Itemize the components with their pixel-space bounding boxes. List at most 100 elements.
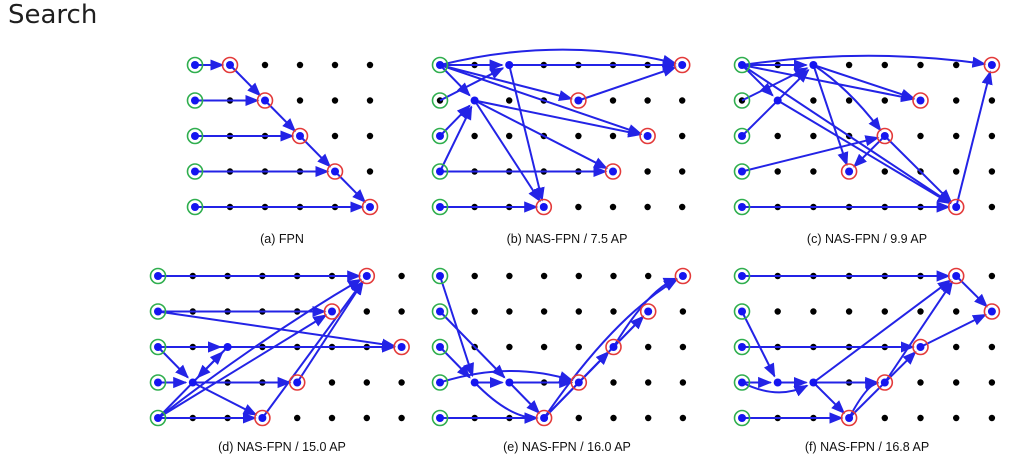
feature-node: [809, 378, 818, 387]
grid-dot: [881, 97, 888, 104]
feature-node: [154, 378, 162, 387]
output-ring: [535, 198, 553, 216]
grid-dot: [917, 379, 924, 386]
connection-edge: [741, 64, 952, 204]
grid-dot: [506, 97, 513, 104]
caption-d: (d) NAS-FPN / 15.0 AP: [218, 440, 346, 454]
grid-dot: [366, 168, 374, 175]
feature-node: [987, 61, 996, 69]
input-ring: [733, 198, 751, 216]
feature-node: [678, 61, 687, 69]
connection-edge: [474, 99, 643, 138]
feature-node: [258, 414, 267, 422]
feature-node: [609, 167, 617, 176]
input-ring: [431, 163, 449, 180]
grid-dot: [988, 97, 996, 104]
grid-dot: [644, 97, 651, 104]
input-ring: [733, 56, 751, 74]
connection-edge: [741, 135, 880, 173]
connection-arc: [741, 54, 987, 68]
feature-node: [643, 132, 652, 140]
connection-edge: [473, 99, 541, 203]
output-ring: [323, 303, 341, 320]
output-ring: [912, 92, 929, 109]
output-ring: [840, 409, 858, 427]
input-ring: [149, 303, 167, 320]
grid-dot: [953, 308, 960, 315]
grid-dot: [506, 308, 513, 315]
output-ring: [605, 338, 622, 356]
connection-edge: [813, 64, 916, 100]
connection-edge: [157, 314, 328, 419]
grid-dot: [471, 272, 478, 280]
grid-dot: [609, 203, 617, 211]
input-ring: [733, 92, 751, 109]
grid-dot: [363, 414, 370, 422]
grid-dot: [917, 414, 924, 422]
grid-dot: [988, 272, 996, 280]
connection-edge: [474, 99, 609, 170]
connection-edge: [612, 315, 645, 348]
output-ring: [326, 163, 344, 180]
grid-dot: [363, 308, 370, 315]
grid-dot: [953, 61, 960, 69]
feature-node: [540, 414, 549, 422]
grid-dot: [398, 272, 405, 280]
input-ring: [733, 163, 751, 180]
grid-dot: [366, 132, 374, 140]
feature-node: [987, 307, 996, 316]
connection-edge: [439, 275, 474, 378]
feature-node: [397, 343, 406, 351]
panel-a: [186, 56, 379, 216]
grid-dot: [953, 379, 960, 386]
grid-dot: [575, 203, 582, 211]
grid-dot: [988, 132, 996, 140]
feature-node: [436, 414, 444, 422]
output-ring: [674, 267, 692, 285]
input-ring: [431, 127, 449, 145]
grid-dot: [575, 414, 582, 422]
output-ring: [570, 374, 588, 391]
panel-c: [733, 54, 1001, 216]
grid-dot: [953, 132, 960, 140]
feature-node: [296, 132, 304, 140]
connection-edge: [777, 99, 952, 205]
feature-node: [191, 203, 199, 211]
connection-edge: [261, 280, 364, 419]
input-ring: [431, 92, 449, 109]
input-ring: [431, 374, 449, 391]
feature-node: [191, 61, 199, 69]
grid-dot: [881, 168, 888, 175]
output-ring: [876, 127, 894, 145]
feature-node: [470, 378, 479, 387]
feature-node: [191, 96, 199, 105]
connection-arc: [439, 369, 574, 384]
grid-dot: [645, 272, 652, 280]
grid-dot: [988, 203, 996, 211]
output-ring: [254, 409, 271, 427]
feature-node: [574, 378, 583, 387]
feature-node: [470, 96, 479, 105]
feature-node: [738, 343, 746, 351]
grid-dot: [679, 132, 686, 140]
connection-edge: [812, 381, 846, 415]
feature-node: [738, 307, 746, 316]
grid-dot: [540, 272, 548, 280]
input-ring: [186, 163, 204, 180]
connection-edge: [439, 64, 643, 135]
connection-edge: [741, 311, 776, 378]
input-ring: [186, 127, 204, 145]
grid-dot: [679, 168, 686, 175]
connection-edge: [296, 280, 364, 384]
connection-edge: [955, 70, 993, 208]
output-ring: [256, 92, 274, 109]
connection-edge: [508, 381, 541, 414]
grid-dot: [363, 379, 370, 386]
grid-dot: [810, 308, 817, 315]
grid-dot: [610, 379, 617, 386]
connection-edge: [229, 64, 262, 97]
connection-edge: [192, 381, 258, 416]
input-ring: [149, 409, 167, 427]
feature-node: [880, 378, 889, 387]
